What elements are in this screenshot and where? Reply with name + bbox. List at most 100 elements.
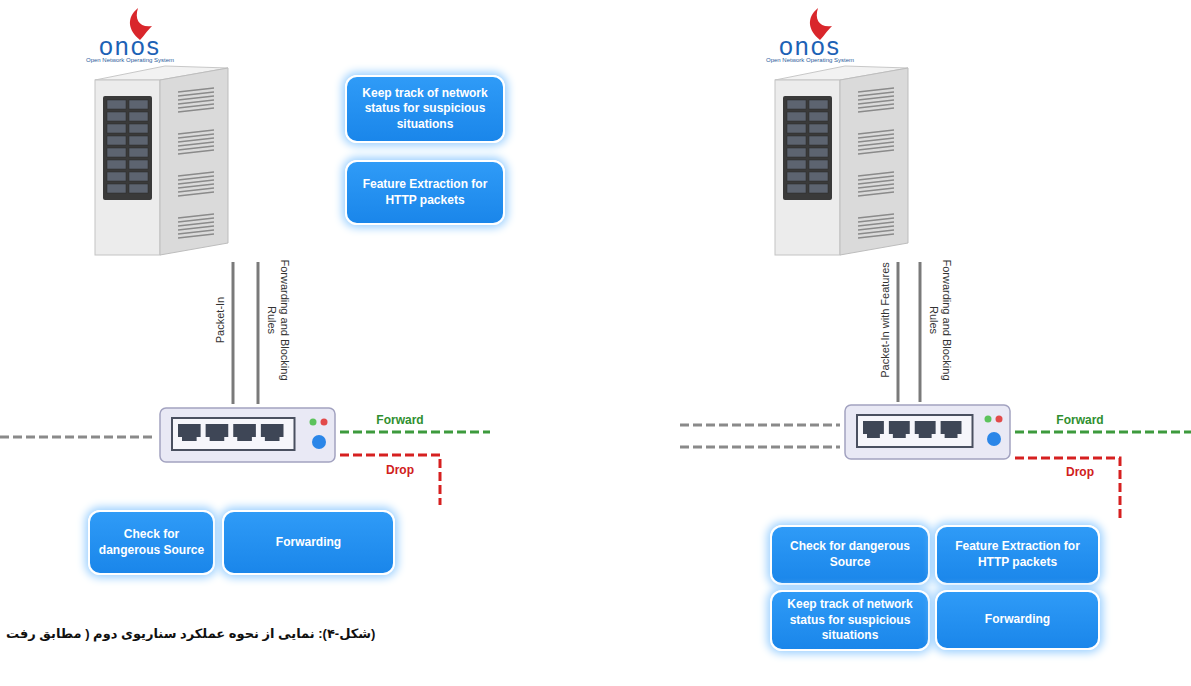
vent-slot bbox=[178, 192, 214, 196]
switch-port bbox=[941, 421, 962, 438]
vent-slot bbox=[178, 218, 214, 222]
switch-port bbox=[915, 421, 936, 438]
process-box: Check for dangerous Source bbox=[88, 510, 215, 575]
vent-slot bbox=[858, 100, 894, 104]
logo-text: onos bbox=[99, 31, 161, 61]
port-panel bbox=[857, 415, 973, 447]
drive-bay bbox=[787, 160, 806, 169]
control-channel bbox=[232, 262, 235, 404]
drive-bay bbox=[809, 184, 828, 193]
vent-slot bbox=[178, 176, 214, 180]
drive-bay bbox=[107, 136, 126, 145]
vent-slot bbox=[858, 218, 894, 222]
network-switch bbox=[160, 408, 335, 462]
vent-slot bbox=[178, 138, 214, 142]
vent-slot bbox=[858, 234, 894, 238]
server-front bbox=[775, 80, 840, 255]
box-text: Feature Extraction for HTTP packets bbox=[945, 539, 1090, 570]
vent-slot bbox=[178, 184, 214, 188]
logo-subtitle: Open Network Operating System bbox=[766, 57, 854, 64]
vent-slot bbox=[858, 138, 894, 142]
switch-body bbox=[845, 405, 1010, 459]
drive-bay bbox=[129, 112, 148, 121]
drive-bay bbox=[129, 100, 148, 109]
box-text: Keep track of network status for suspici… bbox=[355, 86, 495, 133]
switch-port bbox=[863, 421, 884, 438]
channel-label: Forwarding and Blocking Rules bbox=[927, 255, 953, 385]
drive-bay bbox=[809, 160, 828, 169]
vent-slot bbox=[178, 130, 214, 134]
vent-slot bbox=[178, 180, 214, 184]
vent-slot bbox=[858, 180, 894, 184]
switch-button bbox=[987, 432, 1001, 446]
channel-label: Forwarding and Blocking Rules bbox=[265, 255, 291, 385]
led-red bbox=[996, 416, 1003, 423]
drive-bay bbox=[809, 148, 828, 157]
drive-bay bbox=[107, 160, 126, 169]
drive-bay bbox=[809, 100, 828, 109]
server-panel bbox=[103, 96, 152, 200]
vent-slot bbox=[178, 96, 214, 100]
vent-slot bbox=[178, 234, 214, 238]
process-box: Forwarding bbox=[935, 590, 1100, 650]
incoming-traffic bbox=[680, 424, 840, 427]
drive-bay bbox=[129, 172, 148, 181]
vent-slot bbox=[178, 222, 214, 226]
vent-slot bbox=[858, 146, 894, 150]
process-box: Check for dangerous Source bbox=[770, 525, 930, 585]
drive-bay bbox=[787, 184, 806, 193]
vent-slot bbox=[178, 150, 214, 154]
vent-slot bbox=[858, 108, 894, 112]
drive-bay bbox=[129, 124, 148, 133]
logo-text: onos bbox=[779, 31, 841, 61]
port-panel bbox=[172, 418, 295, 450]
led-red bbox=[321, 419, 328, 426]
vent-slot bbox=[178, 100, 214, 104]
vent-slot bbox=[858, 214, 894, 218]
vent-slot bbox=[178, 104, 214, 108]
drive-bay bbox=[809, 172, 828, 181]
drive-bay bbox=[809, 136, 828, 145]
forward-label: Forward bbox=[1056, 413, 1103, 427]
drive-bay bbox=[107, 112, 126, 121]
server-panel bbox=[783, 96, 832, 200]
drive-bay bbox=[107, 172, 126, 181]
switch-port bbox=[233, 424, 256, 441]
drive-bay bbox=[107, 124, 126, 133]
vent-slot bbox=[858, 222, 894, 226]
switch-port bbox=[261, 424, 284, 441]
box-text: Feature Extraction for HTTP packets bbox=[355, 177, 495, 208]
drive-bay bbox=[129, 136, 148, 145]
process-box: Feature Extraction for HTTP packets bbox=[345, 160, 505, 225]
box-text: Forwarding bbox=[276, 535, 341, 551]
vent-slot bbox=[858, 176, 894, 180]
process-box: Keep track of network status for suspici… bbox=[770, 590, 930, 651]
vent-slot bbox=[178, 108, 214, 112]
drive-bay bbox=[787, 148, 806, 157]
server-side bbox=[160, 68, 228, 255]
vent-slot bbox=[858, 92, 894, 96]
forward-path bbox=[1015, 431, 1191, 434]
vent-slot bbox=[178, 172, 214, 176]
vent-slot bbox=[178, 226, 214, 230]
vent-slot bbox=[858, 134, 894, 138]
drive-bay bbox=[787, 172, 806, 181]
channel-label: Packet-In bbox=[214, 297, 227, 343]
vent-slot bbox=[858, 172, 894, 176]
vent-slot bbox=[858, 226, 894, 230]
drive-bay bbox=[787, 112, 806, 121]
control-channel bbox=[257, 262, 260, 404]
server-rack bbox=[95, 8, 228, 255]
drive-bay bbox=[787, 136, 806, 145]
vent-slot bbox=[178, 230, 214, 234]
vent-slot bbox=[178, 134, 214, 138]
switch-port bbox=[206, 424, 229, 441]
drive-bay bbox=[107, 184, 126, 193]
control-channel bbox=[897, 262, 900, 402]
led-green bbox=[985, 416, 992, 423]
drop-path bbox=[340, 455, 440, 505]
vent-slot bbox=[178, 92, 214, 96]
server-rack bbox=[775, 8, 908, 255]
box-text: Check for dangerous Source bbox=[98, 527, 205, 558]
